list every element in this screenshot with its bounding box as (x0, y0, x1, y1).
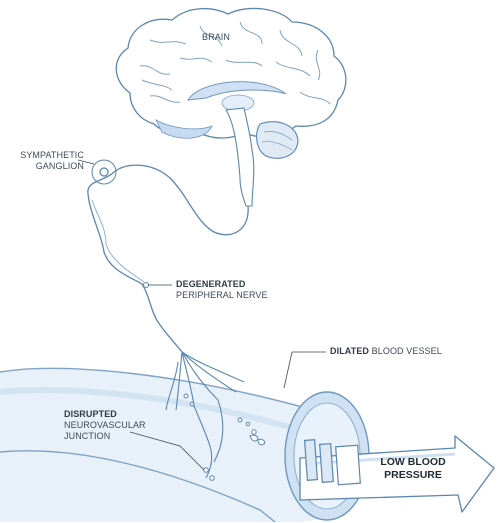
low-blood-pressure-label: LOW BLOOD PRESSURE (372, 456, 454, 482)
brain (116, 8, 346, 206)
degenerated-label-rest: PERIPHERAL NERVE (176, 290, 268, 301)
dilated-leader (284, 352, 326, 388)
dilated-vessel-label: DILATED BLOOD VESSEL (330, 346, 442, 357)
dilated-label-bold: DILATED (330, 346, 369, 356)
arrow-label-line1: LOW BLOOD (372, 456, 454, 469)
disrupted-label-line2: NEUROVASCULAR (64, 420, 146, 431)
disrupted-junction-label: DISRUPTED NEUROVASCULAR JUNCTION (64, 409, 146, 442)
sympathetic-nerve (88, 160, 248, 352)
disrupted-label-line3: JUNCTION (64, 431, 146, 442)
ganglion-label-line1: SYMPATHETIC (18, 150, 84, 161)
disrupted-label-bold: DISRUPTED (64, 409, 117, 419)
degenerated-marker (144, 283, 149, 288)
degenerated-label-bold: DEGENERATED (176, 279, 245, 289)
arrow-label-line2: PRESSURE (372, 469, 454, 482)
ganglion-label-line2: GANGLION (18, 161, 84, 172)
sympathetic-ganglion-label: SYMPATHETIC GANGLION (18, 150, 84, 172)
degenerated-nerve-label: DEGENERATED PERIPHERAL NERVE (176, 279, 268, 301)
dilated-label-rest: BLOOD VESSEL (372, 346, 442, 356)
ganglion-node (100, 168, 108, 176)
brain-label: BRAIN (202, 32, 230, 43)
